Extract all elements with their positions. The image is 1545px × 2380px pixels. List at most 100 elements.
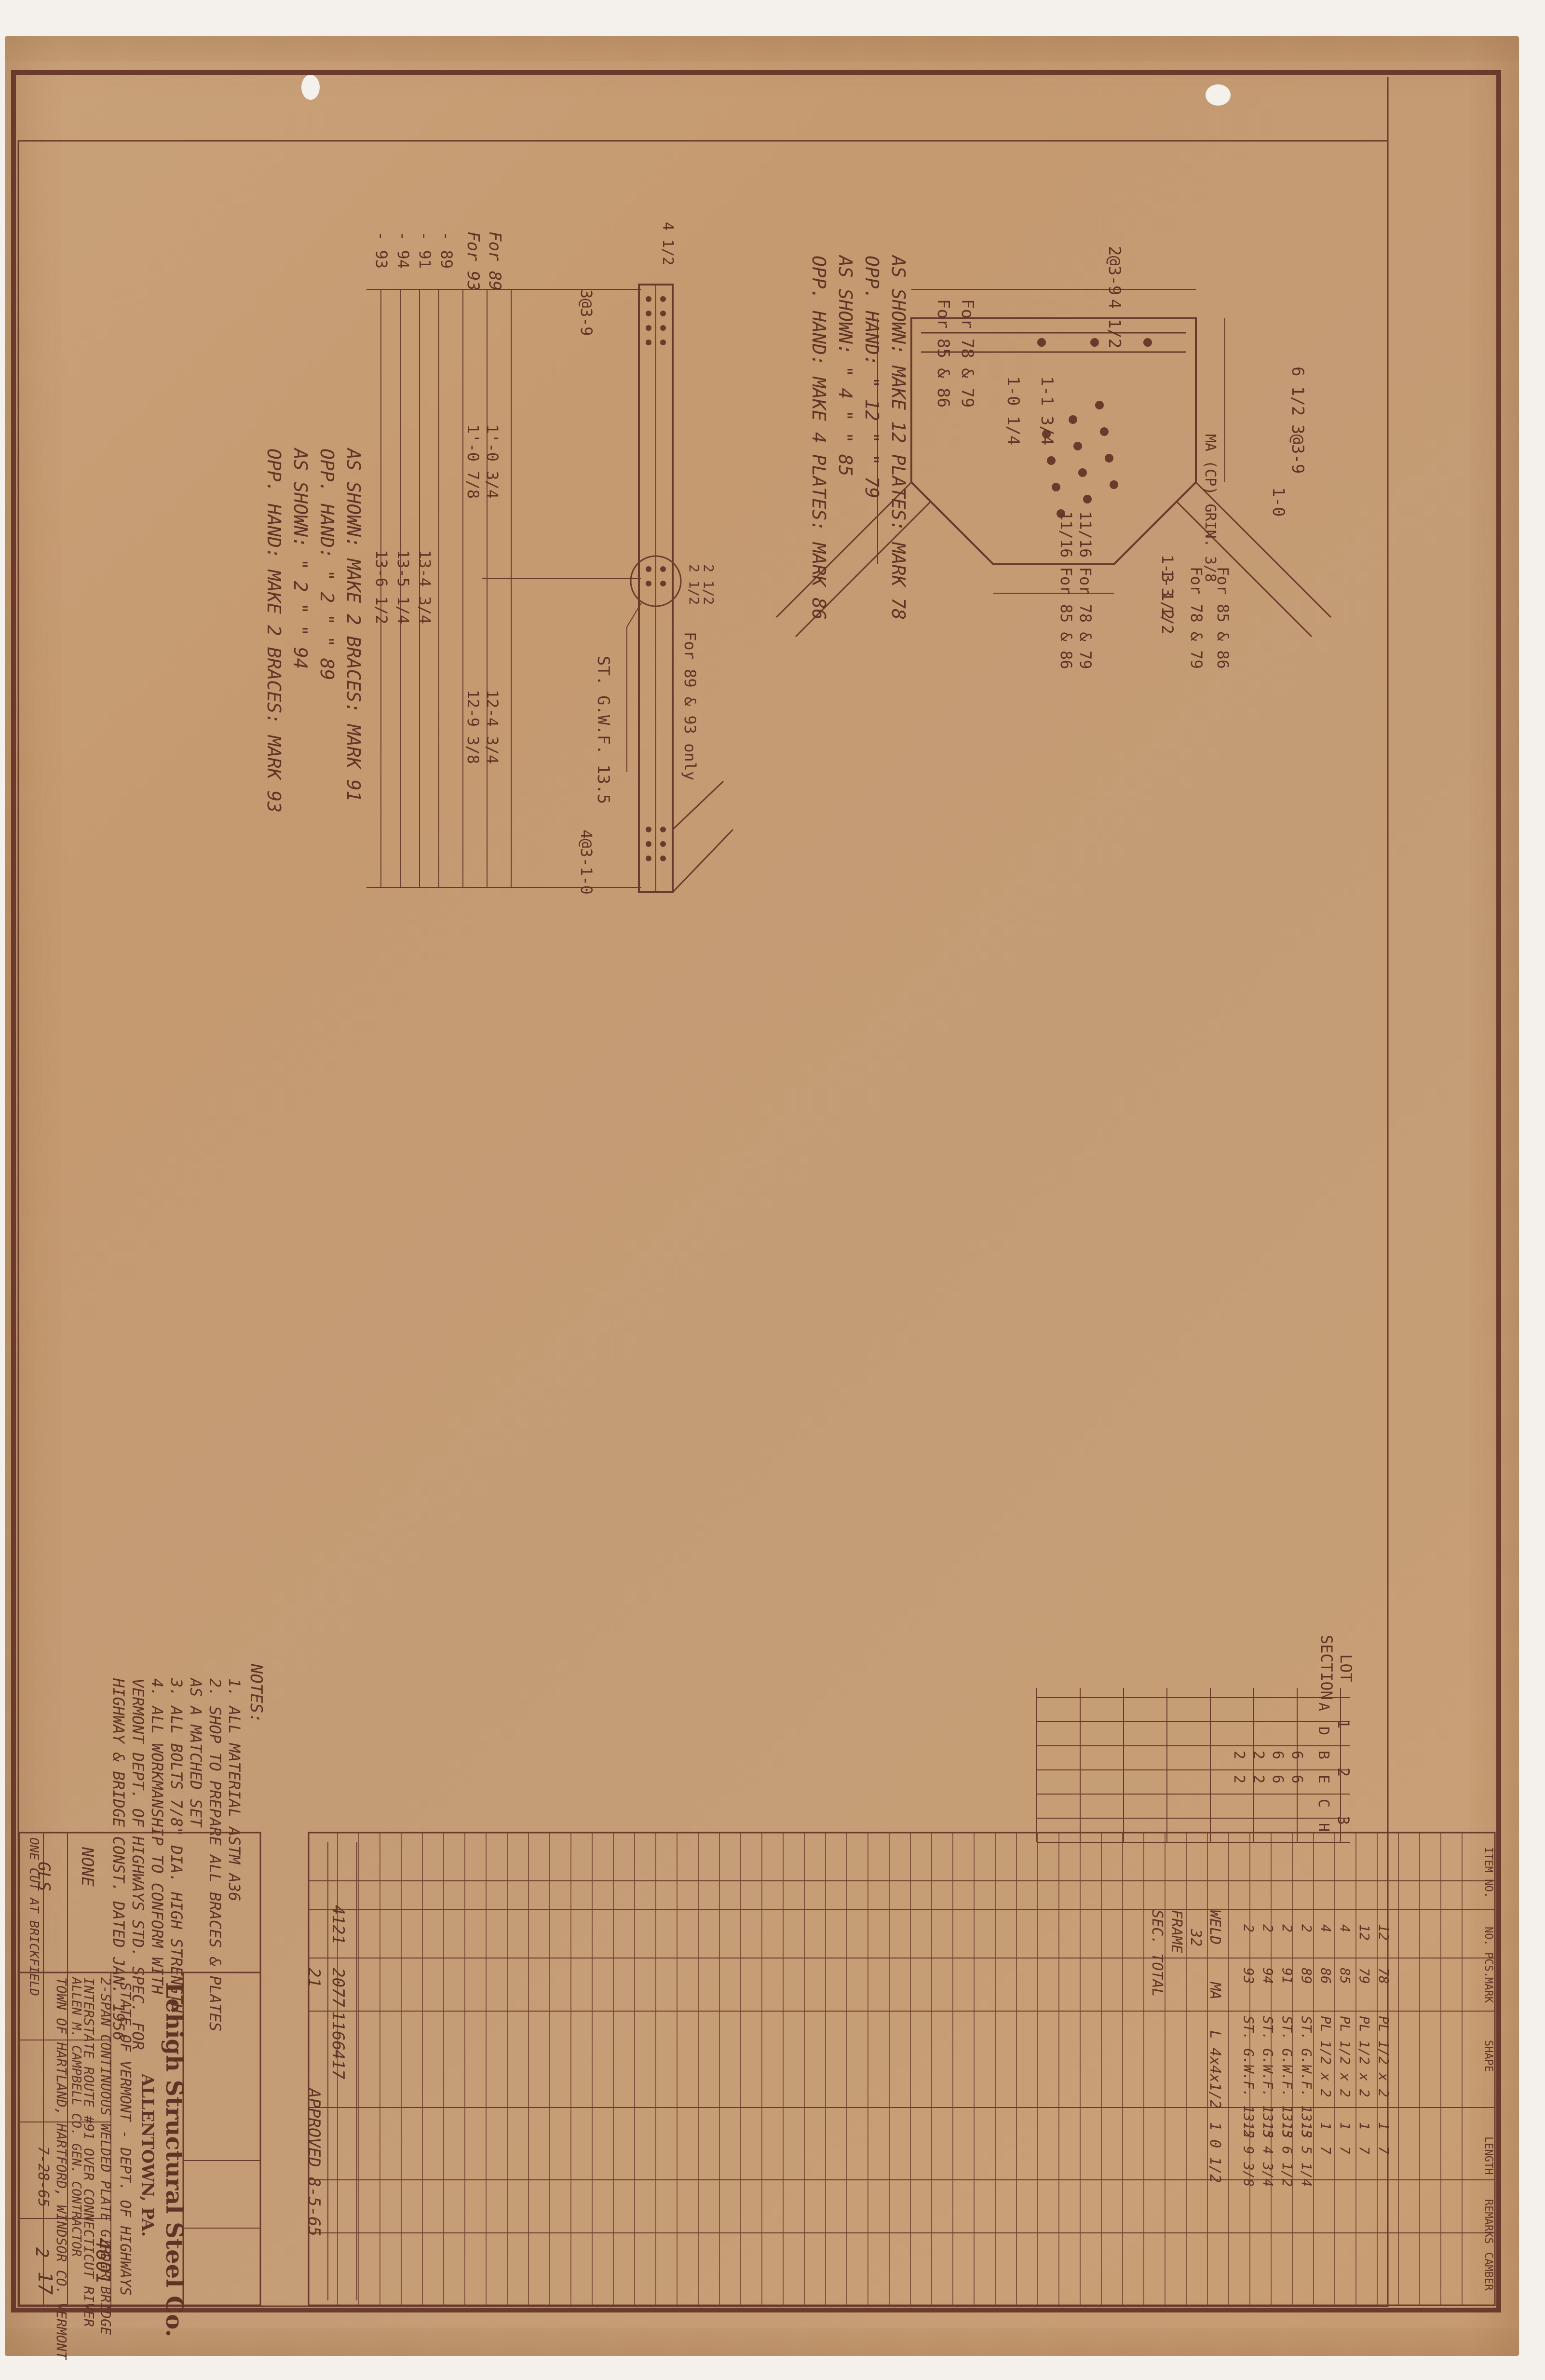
sheet-of: 2 — [32, 2247, 52, 2258]
bom-cell: 89 — [1299, 1968, 1315, 1984]
bolt-hole — [660, 581, 666, 586]
bom-cell: 85 — [1337, 1968, 1353, 1984]
bom-header-remarks: REMARKS — [1482, 2199, 1494, 2244]
bolt-hole — [646, 311, 651, 316]
bom-cell: 13 — [1299, 2122, 1315, 2138]
bom-cell: 13 — [1279, 2122, 1295, 2138]
note-7: HIGHWAY & BRIDGE CONST. DATED JAN. 1956 — [109, 1678, 128, 2040]
bom-cell: 12 — [1241, 2122, 1257, 2138]
job-desc-1: 2-SPAN CONTINUOUS WELDED PLATE GIRDER BR… — [98, 1977, 114, 2335]
bom-misc-angle: L 4x4x1/2 — [1206, 2030, 1223, 2109]
bolt-hole — [646, 325, 651, 331]
totals-block: 4121 2077 1166 417 21 — [304, 1842, 357, 2300]
plate-bolt-note-b: 11/16 For 85 & 86 — [1057, 511, 1075, 669]
brace-len-8: - 91 — [416, 231, 434, 269]
brace-mid-dim-2: 2 1/2 — [686, 564, 702, 605]
bom-misc-weld: WELD — [1206, 1910, 1223, 1945]
bom-cell: 1 — [1356, 2122, 1372, 2130]
plate-callout-2: 1-3 1/2 — [1158, 569, 1177, 634]
brace-len-3: 1'-0 3/4 — [483, 424, 501, 499]
brace-len-13: 13-6 1/2 — [372, 550, 391, 624]
job-owner: STATE OF VERMONT - DEPT. OF HIGHWAYS — [117, 1982, 134, 2296]
plate-for-85: For 85 & 86 — [1214, 567, 1232, 669]
title-block: Lehigh Structural Steel Co. ALLENTOWN, P… — [18, 1832, 261, 2360]
bom-cell: 4 — [1318, 1924, 1334, 1932]
bom-header-pcs: NO. PCS. — [1482, 1927, 1494, 1978]
sheet-number: 17 — [34, 2271, 56, 2295]
note-2: 2. SHOP TO PREPARE ALL BRACES & PLATES — [206, 1678, 224, 2031]
bom-cell: PL 1/2 x 2 — [1376, 2016, 1392, 2097]
scale-value: NONE — [78, 1847, 97, 1887]
job-desc-3: TOWN OF HARTLAND, HARTFORD, WINDSOR CO. … — [54, 1977, 69, 2360]
plate-side-b: For 85 & 86 — [934, 299, 953, 408]
lot-cell-2a: 6 — [1269, 1751, 1286, 1759]
brace-len-12: 13-5 1/4 — [394, 550, 412, 624]
brace-top-dim: 4 1/2 — [659, 222, 676, 265]
brace-splice-circle — [630, 555, 682, 607]
bom-cell: 91 — [1279, 1968, 1295, 1984]
drawing-date: 7-28-65 — [35, 2146, 52, 2207]
bolt-hole — [1037, 338, 1046, 347]
bom-header-length: LENGTH — [1482, 2136, 1494, 2175]
brace-len-2: For 93 — [463, 231, 483, 291]
plate-bolt-note-a: 11/16 For 78 & 79 — [1076, 511, 1095, 669]
bolt-hole — [646, 296, 651, 302]
bom-cell: 5 1/4 — [1299, 2146, 1315, 2187]
brace-make-2: OPP. HAND: " 2 " " 89 — [316, 449, 338, 680]
bolt-hole — [646, 827, 651, 832]
plate-for-78: For 78 & 79 — [1187, 567, 1206, 669]
bolt-hole — [1057, 509, 1065, 518]
plate-dim-2: 4 1/2 — [1105, 299, 1124, 348]
brace-left-dim: 3@3-9 — [577, 289, 596, 336]
punch-hole-left — [301, 75, 320, 100]
cut-note: ONE CUT AT BRICKFIELD — [27, 1837, 41, 1996]
bom-cell: 12 — [1376, 1924, 1392, 1941]
bom-cell: PL 1/2 x 2 — [1356, 2016, 1372, 2097]
note-6: VERMONT DEPT. OF HIGHWAYS STD. SPEC. FOR — [129, 1678, 147, 2050]
bolt-hole — [646, 581, 651, 586]
brace-len-1: For 89 — [485, 231, 504, 291]
bom-cell: 9 3/8 — [1241, 2146, 1257, 2187]
bom-cell: 7 — [1376, 2146, 1392, 2154]
bom-cell: 79 — [1356, 1968, 1372, 1984]
note-5: 4. ALL WORKMANSHIP TO CONFORM WITH — [148, 1678, 166, 1995]
bom-cell: 93 — [1241, 1968, 1257, 1984]
total-shape: 1166 — [328, 2011, 348, 2051]
bolt-hole — [1052, 483, 1060, 491]
plate-callout-1: 1-3 1/2 — [1158, 555, 1177, 620]
notes-heading: NOTES: — [246, 1663, 266, 1723]
bolt-hole — [646, 340, 651, 345]
brace-len-10: - 93 — [372, 231, 391, 269]
lot-cell-2b: 6 — [1269, 1775, 1286, 1783]
section-col-c: C — [1315, 1799, 1332, 1808]
brace-bolt-holes — [646, 296, 666, 861]
section-col-h: H — [1315, 1823, 1332, 1832]
bom-cell: 7 — [1318, 2146, 1334, 2154]
brace-detail — [366, 284, 734, 893]
punch-hole-right — [1206, 84, 1231, 106]
lot-cell-4b: 2 — [1231, 1775, 1247, 1783]
brace-for-label: For 89 & 93 only — [681, 632, 699, 780]
job-contractor: ALLEN M. CAMPBELL CO. GEN. CONTRACTOR — [69, 1976, 83, 2257]
plate-callout-ma: MA (CP) GRIN. 3/8 — [1202, 434, 1219, 582]
bill-of-material: ITEM NO. NO. PCS. MARK SHAPE LENGTH REMA… — [308, 1832, 1496, 2306]
brace-len-11: 13-4 3/4 — [416, 550, 434, 624]
bom-header-item: ITEM NO. — [1482, 1847, 1494, 1898]
bom-header-mark: MARK — [1482, 1977, 1494, 2003]
bom-cell: 2 — [1241, 1924, 1257, 1932]
bom-cell: 2 — [1260, 1924, 1276, 1932]
bom-cell: 2 — [1299, 1924, 1315, 1932]
bolt-hole — [646, 566, 651, 572]
brace-len-5: 12-4 3/4 — [483, 690, 501, 764]
bom-header-shape: SHAPE — [1482, 2040, 1494, 2072]
bom-cell: PL 1/2 x 2 — [1318, 2016, 1334, 2097]
notes-block: NOTES: 1. ALL MATERIAL ASTM A36 2. SHOP … — [109, 1663, 266, 2050]
bom-misc-frame: FRAME — [1168, 1910, 1185, 1953]
bolt-hole — [646, 856, 651, 861]
gusset-plate-detail — [775, 289, 1332, 638]
bolt-hole — [660, 566, 666, 572]
plate-side-a: For 78 & 79 — [958, 299, 977, 408]
lot-number-3: 3 — [1334, 1816, 1353, 1825]
bom-cell: 7 — [1337, 2146, 1353, 2154]
bom-misc-32: 32 — [1187, 1929, 1204, 1946]
